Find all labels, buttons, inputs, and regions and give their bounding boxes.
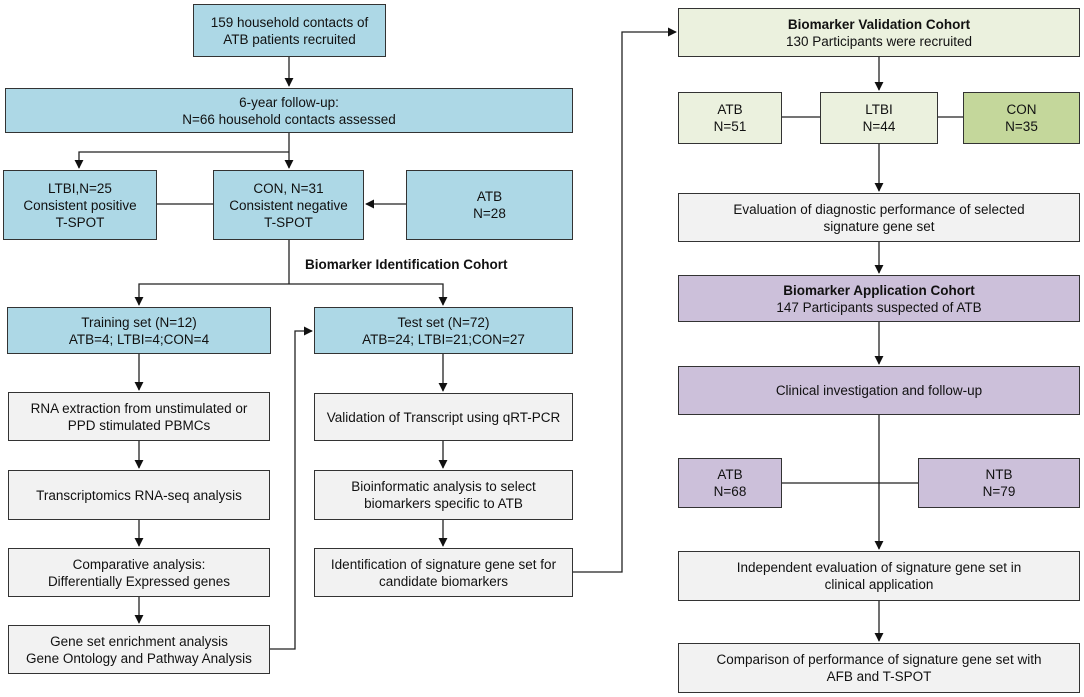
application-ntb-line2: N=79 [982, 484, 1016, 499]
rna-extraction-box: RNA extraction from unstimulated or PPD … [8, 392, 270, 441]
signature-gene-set-line2: candidate biomarkers [378, 573, 509, 589]
test-set-line1: Test set (N=72) [397, 314, 490, 330]
training-set-line1: Training set (N=12) [81, 314, 197, 330]
rna-extraction-line2: PPD stimulated PBMCs [67, 417, 211, 433]
clinical-investigation-line1: Clinical investigation and follow-up [775, 383, 983, 398]
con-group-box: CON, N=31 Consistent negative T-SPOT [213, 170, 364, 240]
validation-atb-line1: ATB [717, 102, 743, 117]
gene-set-enrichment-line2: Gene Ontology and Pathway Analysis [26, 650, 252, 666]
qrtpcr-validation-line1: Validation of Transcript using qRT-PCR [326, 409, 561, 425]
validation-ltbi-line1: LTBI [865, 102, 893, 117]
training-set-box: Training set (N=12) ATB=4; LTBI=4;CON=4 [7, 307, 271, 354]
con-group-line2: Consistent negative [229, 197, 348, 213]
arrow-to-test [289, 283, 448, 306]
atb-group-line1: ATB [476, 189, 503, 204]
application-cohort-line2: 147 Participants suspected of ATB [776, 299, 982, 315]
recruited-line1: 159 household contacts of [210, 14, 369, 30]
rna-extraction-line1: RNA extraction from unstimulated or [30, 400, 248, 416]
application-atb-line1: ATB [717, 467, 743, 482]
performance-comparison-box: Comparison of performance of signature g… [678, 643, 1080, 693]
performance-comparison-line1: Comparison of performance of signature g… [716, 652, 1042, 667]
validation-con-box: CON N=35 [963, 92, 1080, 144]
followup-box: 6-year follow-up: N=66 household contact… [5, 88, 573, 133]
ltbi-group-line2: Consistent positive [23, 197, 137, 213]
validation-cohort-box: Biomarker Validation Cohort 130 Particip… [678, 8, 1080, 57]
arrow-followup-to-ltbi [74, 151, 289, 169]
clinical-investigation-box: Clinical investigation and follow-up [678, 366, 1080, 415]
arrow-to-training [134, 283, 289, 306]
atb-group-line2: N=28 [473, 206, 506, 221]
training-set-line2: ATB=4; LTBI=4;CON=4 [68, 331, 210, 347]
validation-cohort-line2: 130 Participants were recruited [785, 33, 973, 49]
application-cohort-title: Biomarker Application Cohort [783, 282, 975, 298]
performance-comparison-line2: AFB and T-SPOT [826, 669, 932, 684]
transcriptomics-line1: Transcriptomics RNA-seq analysis [36, 487, 242, 503]
comparative-analysis-box: Comparative analysis: Differentially Exp… [8, 548, 270, 597]
atb-group-box: ATB N=28 [406, 170, 573, 240]
qrtpcr-validation-box: Validation of Transcript using qRT-PCR [314, 393, 573, 441]
arrow-gsea-to-test [270, 326, 313, 650]
independent-evaluation-line2: clinical application [824, 577, 934, 592]
application-ntb-box: NTB N=79 [918, 458, 1080, 508]
con-group-line3: T-SPOT [264, 214, 313, 230]
comparative-analysis-line1: Comparative analysis: [72, 556, 206, 572]
validation-con-line1: CON [1006, 102, 1037, 117]
gene-set-enrichment-box: Gene set enrichment analysis Gene Ontolo… [8, 625, 270, 674]
diagnostic-evaluation-box: Evaluation of diagnostic performance of … [678, 193, 1080, 242]
signature-gene-set-line1: Identification of signature gene set for [330, 556, 557, 572]
ltbi-group-line3: T-SPOT [55, 214, 105, 230]
gene-set-enrichment-line1: Gene set enrichment analysis [50, 633, 228, 649]
ltbi-group-box: LTBI,N=25 Consistent positive T-SPOT [3, 170, 157, 240]
test-set-line2: ATB=24; LTBI=21;CON=27 [362, 331, 525, 347]
signature-gene-set-box: Identification of signature gene set for… [314, 548, 573, 597]
bioinformatic-analysis-box: Bioinformatic analysis to select biomark… [314, 470, 573, 520]
comparative-analysis-line2: Differentially Expressed genes [47, 573, 231, 589]
validation-cohort-title: Biomarker Validation Cohort [787, 16, 971, 32]
followup-line1: 6-year follow-up: [239, 94, 339, 110]
transcriptomics-box: Transcriptomics RNA-seq analysis [8, 470, 270, 520]
validation-atb-line2: N=51 [713, 119, 747, 134]
validation-con-line2: N=35 [1005, 119, 1038, 134]
identification-cohort-label: Biomarker Identification Cohort [305, 257, 508, 272]
independent-evaluation-box: Independent evaluation of signature gene… [678, 551, 1080, 601]
diagnostic-evaluation-line2: signature gene set [823, 218, 935, 234]
diagnostic-evaluation-line1: Evaluation of diagnostic performance of … [733, 201, 1025, 217]
independent-evaluation-line1: Independent evaluation of signature gene… [736, 560, 1022, 575]
application-atb-box: ATB N=68 [678, 458, 782, 508]
bioinformatic-analysis-line2: biomarkers specific to ATB [364, 496, 523, 511]
bioinformatic-analysis-line1: Bioinformatic analysis to select [351, 479, 536, 494]
application-atb-line2: N=68 [713, 484, 747, 499]
ltbi-group-line1: LTBI,N=25 [48, 180, 112, 196]
application-ntb-line1: NTB [985, 467, 1013, 482]
validation-atb-box: ATB N=51 [678, 92, 782, 144]
recruited-box: 159 household contacts of ATB patients r… [193, 4, 386, 57]
application-cohort-box: Biomarker Application Cohort 147 Partici… [678, 275, 1080, 322]
arrow-signature-to-validation [573, 27, 677, 573]
test-set-box: Test set (N=72) ATB=24; LTBI=21;CON=27 [314, 307, 573, 354]
con-group-line1: CON, N=31 [253, 180, 324, 196]
followup-line2: N=66 household contacts assessed [182, 111, 396, 127]
validation-ltbi-line2: N=44 [862, 119, 896, 134]
recruited-line2: ATB patients recruited [223, 31, 356, 47]
validation-ltbi-box: LTBI N=44 [820, 92, 938, 144]
